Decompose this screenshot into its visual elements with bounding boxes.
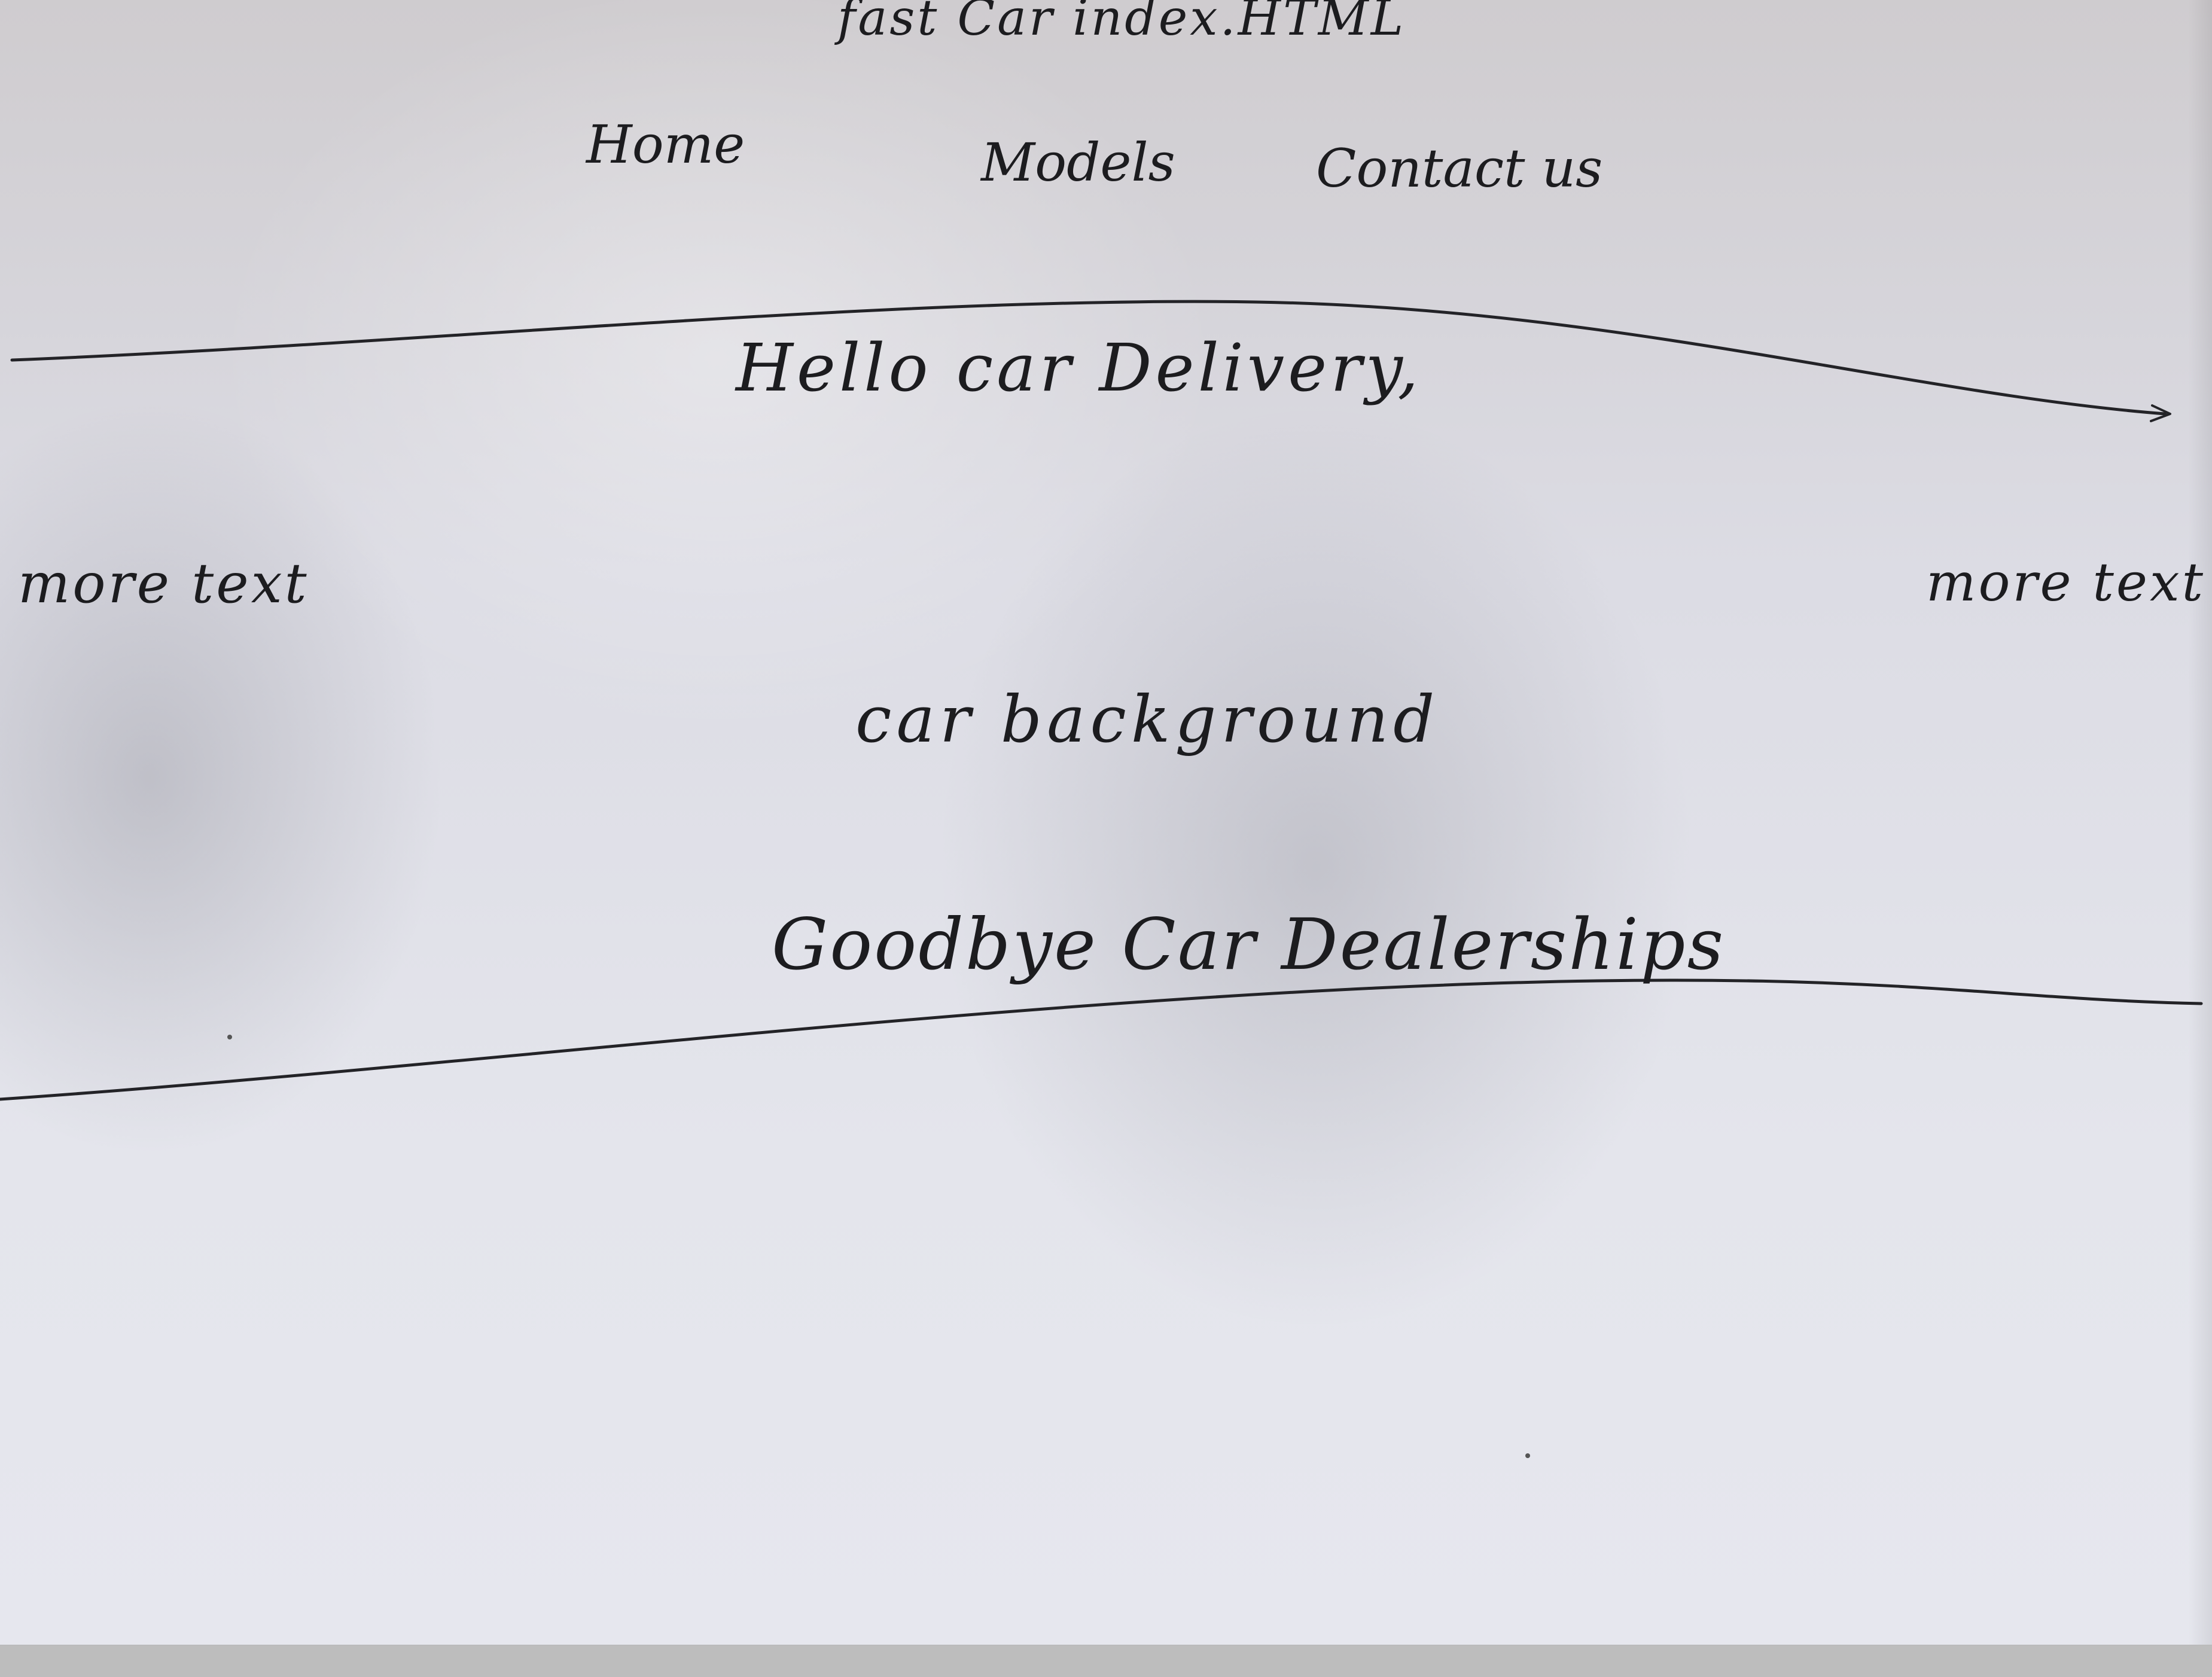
nav-link-home[interactable]: Home <box>586 114 745 175</box>
paper-speck <box>227 1035 232 1039</box>
nav-link-contact-us[interactable]: Contact us <box>1316 138 1603 199</box>
nav-link-models[interactable]: Models <box>981 132 1175 193</box>
background-image-placeholder: car background <box>855 682 1440 757</box>
footer-text: Goodbye Car Dealerships <box>772 903 1726 986</box>
top-navigation: Home Models Contact us <box>0 0 2212 199</box>
hero-heading: Hello car Delivery, <box>736 330 1422 406</box>
side-text-left: more text <box>18 551 309 615</box>
page-title: fast Car index.HTML <box>837 0 1406 47</box>
paper-speck <box>1525 1453 1530 1458</box>
side-text-right: more text <box>1926 551 2205 613</box>
paper-edge-shadow <box>2188 0 2212 1645</box>
